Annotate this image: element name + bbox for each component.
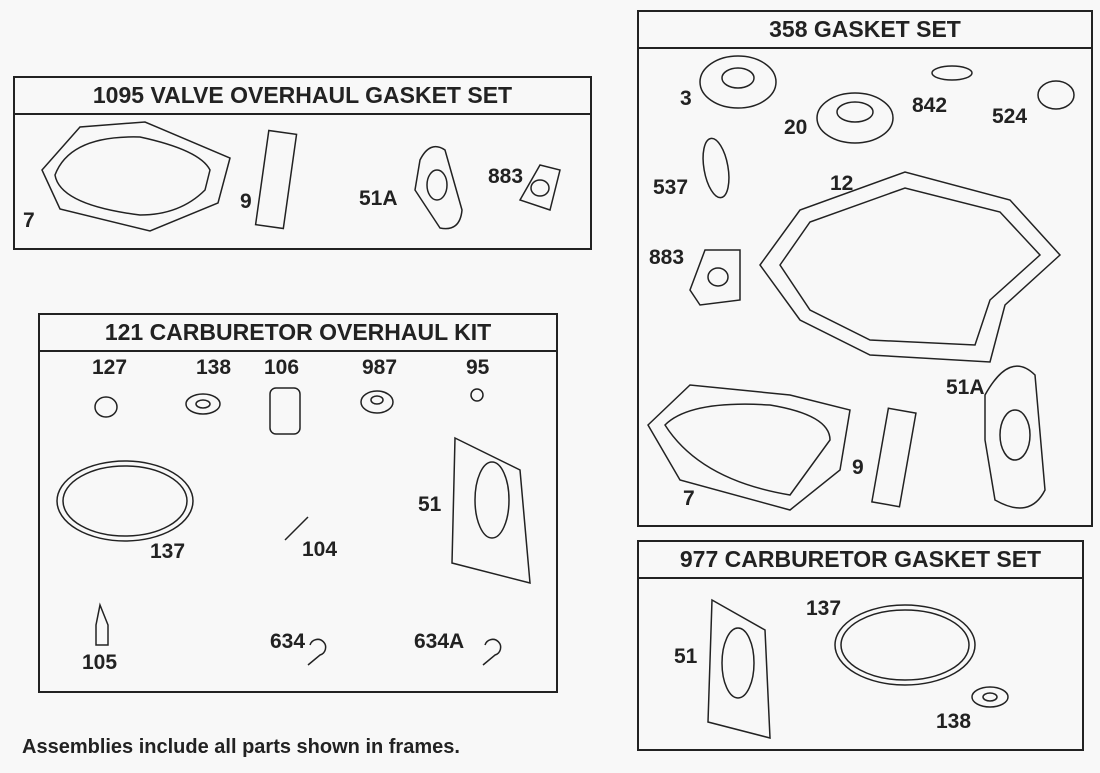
part-label: 524 xyxy=(992,105,1028,128)
frame-title: 358 GASKET SET xyxy=(639,12,1091,49)
frame-title: 1095 VALVE OVERHAUL GASKET SET xyxy=(15,78,590,115)
part-label: 95 xyxy=(466,356,490,379)
footnote: Assemblies include all parts shown in fr… xyxy=(22,736,460,758)
part-label: 51 xyxy=(418,493,442,516)
part-label: 138 xyxy=(196,356,232,379)
part-label: 105 xyxy=(82,651,118,674)
part-label: 137 xyxy=(150,540,186,563)
breather-gasket xyxy=(254,129,298,230)
part-label: 9 xyxy=(852,456,864,479)
part-20 xyxy=(816,92,894,144)
part-987 xyxy=(360,390,394,414)
part-label: 987 xyxy=(362,356,398,379)
part-7-b xyxy=(647,384,851,511)
intake-gasket xyxy=(414,145,463,230)
part-label: 634A xyxy=(414,630,465,653)
part-105 xyxy=(95,602,109,646)
part-51A-b xyxy=(984,365,1046,509)
part-label: 634 xyxy=(270,630,306,653)
part-label: 842 xyxy=(912,94,948,117)
part-106 xyxy=(269,387,301,435)
cylinder-head-gasket xyxy=(41,121,231,232)
part-label: 7 xyxy=(23,209,35,232)
part-634A xyxy=(482,638,502,666)
part-524 xyxy=(1037,80,1075,110)
part-label: 7 xyxy=(683,487,695,510)
part-12-crankcase-gasket xyxy=(759,171,1062,363)
part-51-c xyxy=(707,598,771,739)
part-138-c xyxy=(971,686,1009,708)
part-label: 104 xyxy=(302,538,338,561)
cylinder-head-gasket-inner xyxy=(54,136,211,216)
part-label: 883 xyxy=(488,165,524,188)
part-label: 537 xyxy=(653,176,689,199)
part-9-b xyxy=(871,407,917,508)
part-label: 51 xyxy=(674,645,698,668)
part-label: 9 xyxy=(240,190,252,213)
part-label: 138 xyxy=(936,710,972,733)
frame-valve-overhaul-gasket-set: 1095 VALVE OVERHAUL GASKET SET xyxy=(13,76,592,250)
part-95 xyxy=(470,388,484,402)
part-137-c xyxy=(834,604,976,686)
frame-title: 121 CARBURETOR OVERHAUL KIT xyxy=(40,315,556,352)
part-137-ring xyxy=(56,460,194,542)
part-label: 127 xyxy=(92,356,128,379)
part-127 xyxy=(94,396,118,418)
part-label: 12 xyxy=(830,172,854,195)
part-label: 3 xyxy=(680,87,692,110)
part-label: 51A xyxy=(946,376,985,399)
part-3 xyxy=(699,55,777,109)
part-883-b xyxy=(689,249,741,306)
frame-title: 977 CARBURETOR GASKET SET xyxy=(639,542,1082,579)
frame-carburetor-overhaul-kit: 121 CARBURETOR OVERHAUL KIT xyxy=(38,313,558,693)
gasket-883 xyxy=(518,164,561,211)
frame-carburetor-gasket-set: 977 CARBURETOR GASKET SET xyxy=(637,540,1084,751)
part-label: 20 xyxy=(784,116,808,139)
part-842 xyxy=(931,65,973,81)
part-label: 883 xyxy=(649,246,685,269)
part-537 xyxy=(702,137,730,199)
part-label: 51A xyxy=(359,187,398,210)
part-104 xyxy=(284,516,309,541)
part-label: 106 xyxy=(264,356,300,379)
part-51-plate xyxy=(451,436,531,584)
part-138 xyxy=(185,393,221,415)
frame-gasket-set: 358 GASKET SET xyxy=(637,10,1093,527)
part-label: 137 xyxy=(806,597,842,620)
part-634 xyxy=(307,638,327,666)
